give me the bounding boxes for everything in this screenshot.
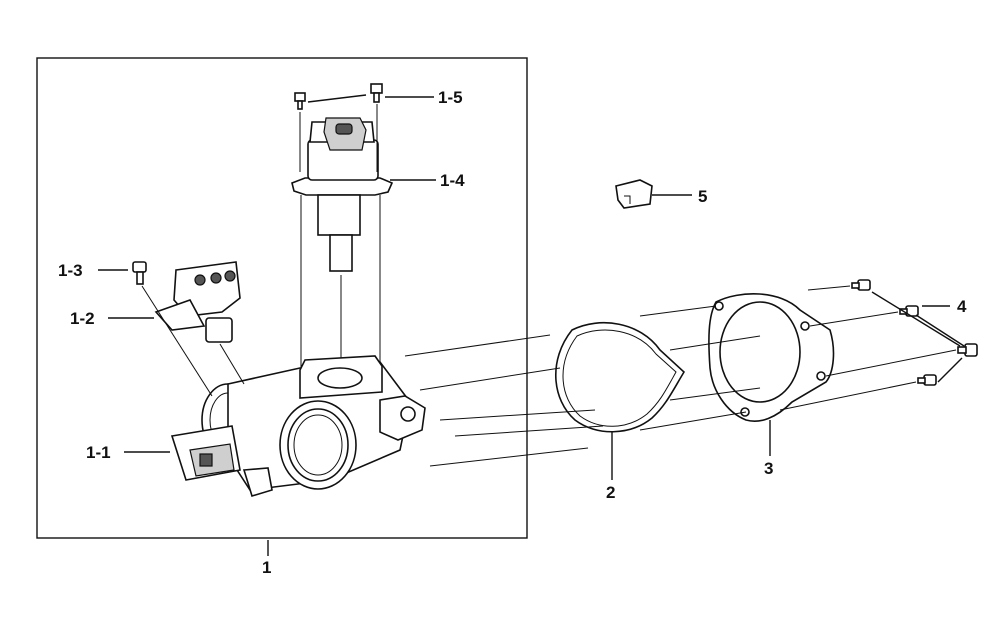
bolt-4-c <box>957 343 978 357</box>
gasket-flange <box>708 293 835 422</box>
label-1-4: 1-4 <box>440 171 465 190</box>
map-sensor <box>154 261 241 343</box>
leader-lines <box>98 94 965 556</box>
label-1: 1 <box>262 558 271 577</box>
bolt-4-a <box>851 279 871 291</box>
label-1-5: 1-5 <box>438 88 463 107</box>
screw-1-5-left <box>294 92 306 110</box>
assembly-frame <box>36 57 528 539</box>
throttle-position-sensor <box>170 425 241 481</box>
alignment-lines <box>404 285 957 467</box>
screw-1-5-right <box>370 83 383 103</box>
label-5: 5 <box>698 187 707 206</box>
label-1-2: 1-2 <box>70 309 95 328</box>
idle-control-valve <box>291 117 394 272</box>
gasket-o-ring <box>554 321 686 433</box>
bolt-4-d <box>917 374 937 386</box>
label-3: 3 <box>764 459 773 478</box>
label-4: 4 <box>957 297 967 316</box>
label-1-1: 1-1 <box>86 443 111 462</box>
screw-1-3 <box>132 261 147 285</box>
label-2: 2 <box>606 483 615 502</box>
label-1-3: 1-3 <box>58 261 83 280</box>
clip-5 <box>615 179 653 209</box>
throttle-body <box>201 355 426 497</box>
